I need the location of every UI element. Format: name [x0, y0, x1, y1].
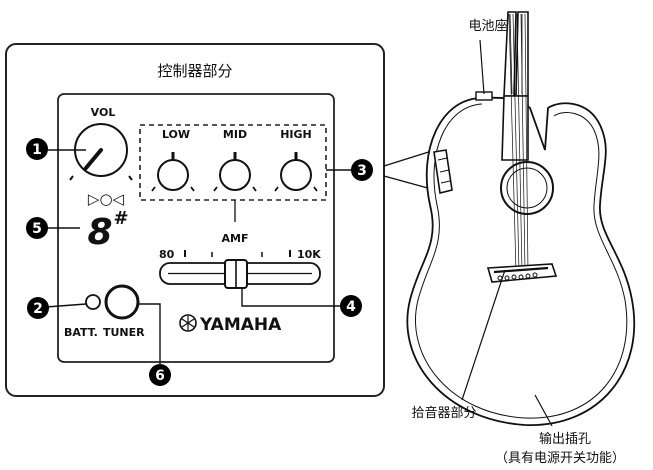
svg-text:1: 1	[32, 142, 42, 158]
tuner-arrows: ▷○◁	[88, 190, 125, 208]
guitar-illustration	[406, 11, 636, 426]
svg-text:2: 2	[33, 301, 43, 317]
eq-low-label: LOW	[162, 128, 190, 141]
svg-text:4: 4	[346, 299, 356, 315]
vol-knob[interactable]	[69, 123, 133, 181]
svg-text:YAMAHA: YAMAHA	[199, 315, 282, 335]
amf-label: AMF	[222, 232, 249, 245]
amf-slider-handle[interactable]	[224, 259, 248, 289]
callout-2: 2	[27, 297, 49, 319]
eq-mid-label: MID	[223, 128, 247, 141]
battery-holder-leader	[479, 39, 485, 95]
output-jack-leader	[534, 394, 553, 427]
output-jack-label: 输出插孔	[539, 431, 591, 447]
tuner-note: 8	[87, 212, 112, 253]
callout-5: 5	[26, 217, 48, 239]
tuner-sharp: #	[113, 208, 128, 229]
amf-scale-ticks	[184, 250, 291, 257]
battery-holder-label: 电池座	[468, 19, 507, 34]
leader-4	[241, 288, 340, 307]
tuner-button[interactable]	[104, 284, 140, 320]
svg-text:5: 5	[32, 221, 42, 237]
callout-1: 1	[26, 138, 48, 160]
tuner-label: TUNER	[103, 326, 145, 339]
leader-2	[45, 303, 87, 308]
callout-4: 4	[340, 295, 362, 317]
leader-6	[138, 303, 161, 364]
panel-title: 控制器部分	[157, 62, 232, 80]
pickup-leader	[461, 269, 506, 401]
eq-high-knob[interactable]	[274, 152, 318, 192]
pickup-label: 拾音器部分	[411, 405, 476, 421]
svg-text:6: 6	[155, 368, 165, 384]
tuner-display: ▷○◁ 8 #	[87, 190, 128, 253]
panel-to-guitar-leader-top	[383, 149, 436, 167]
eq-group-frame	[139, 124, 327, 201]
eq-mid-knob[interactable]	[213, 152, 257, 192]
callout-6: 6	[149, 364, 171, 386]
output-jack-sublabel: （具有电源开关功能）	[495, 451, 625, 466]
vol-label: VOL	[91, 106, 116, 119]
svg-text:3: 3	[357, 163, 367, 179]
yamaha-logo: YAMAHA	[179, 314, 282, 335]
batt-led	[85, 294, 101, 310]
amf-max-label: 10K	[297, 248, 321, 261]
eq-low-knob[interactable]	[151, 152, 195, 192]
callout-3: 3	[351, 159, 373, 181]
batt-label: BATT.	[64, 326, 98, 339]
eq-high-label: HIGH	[280, 128, 312, 141]
amf-min-label: 80	[159, 248, 175, 261]
